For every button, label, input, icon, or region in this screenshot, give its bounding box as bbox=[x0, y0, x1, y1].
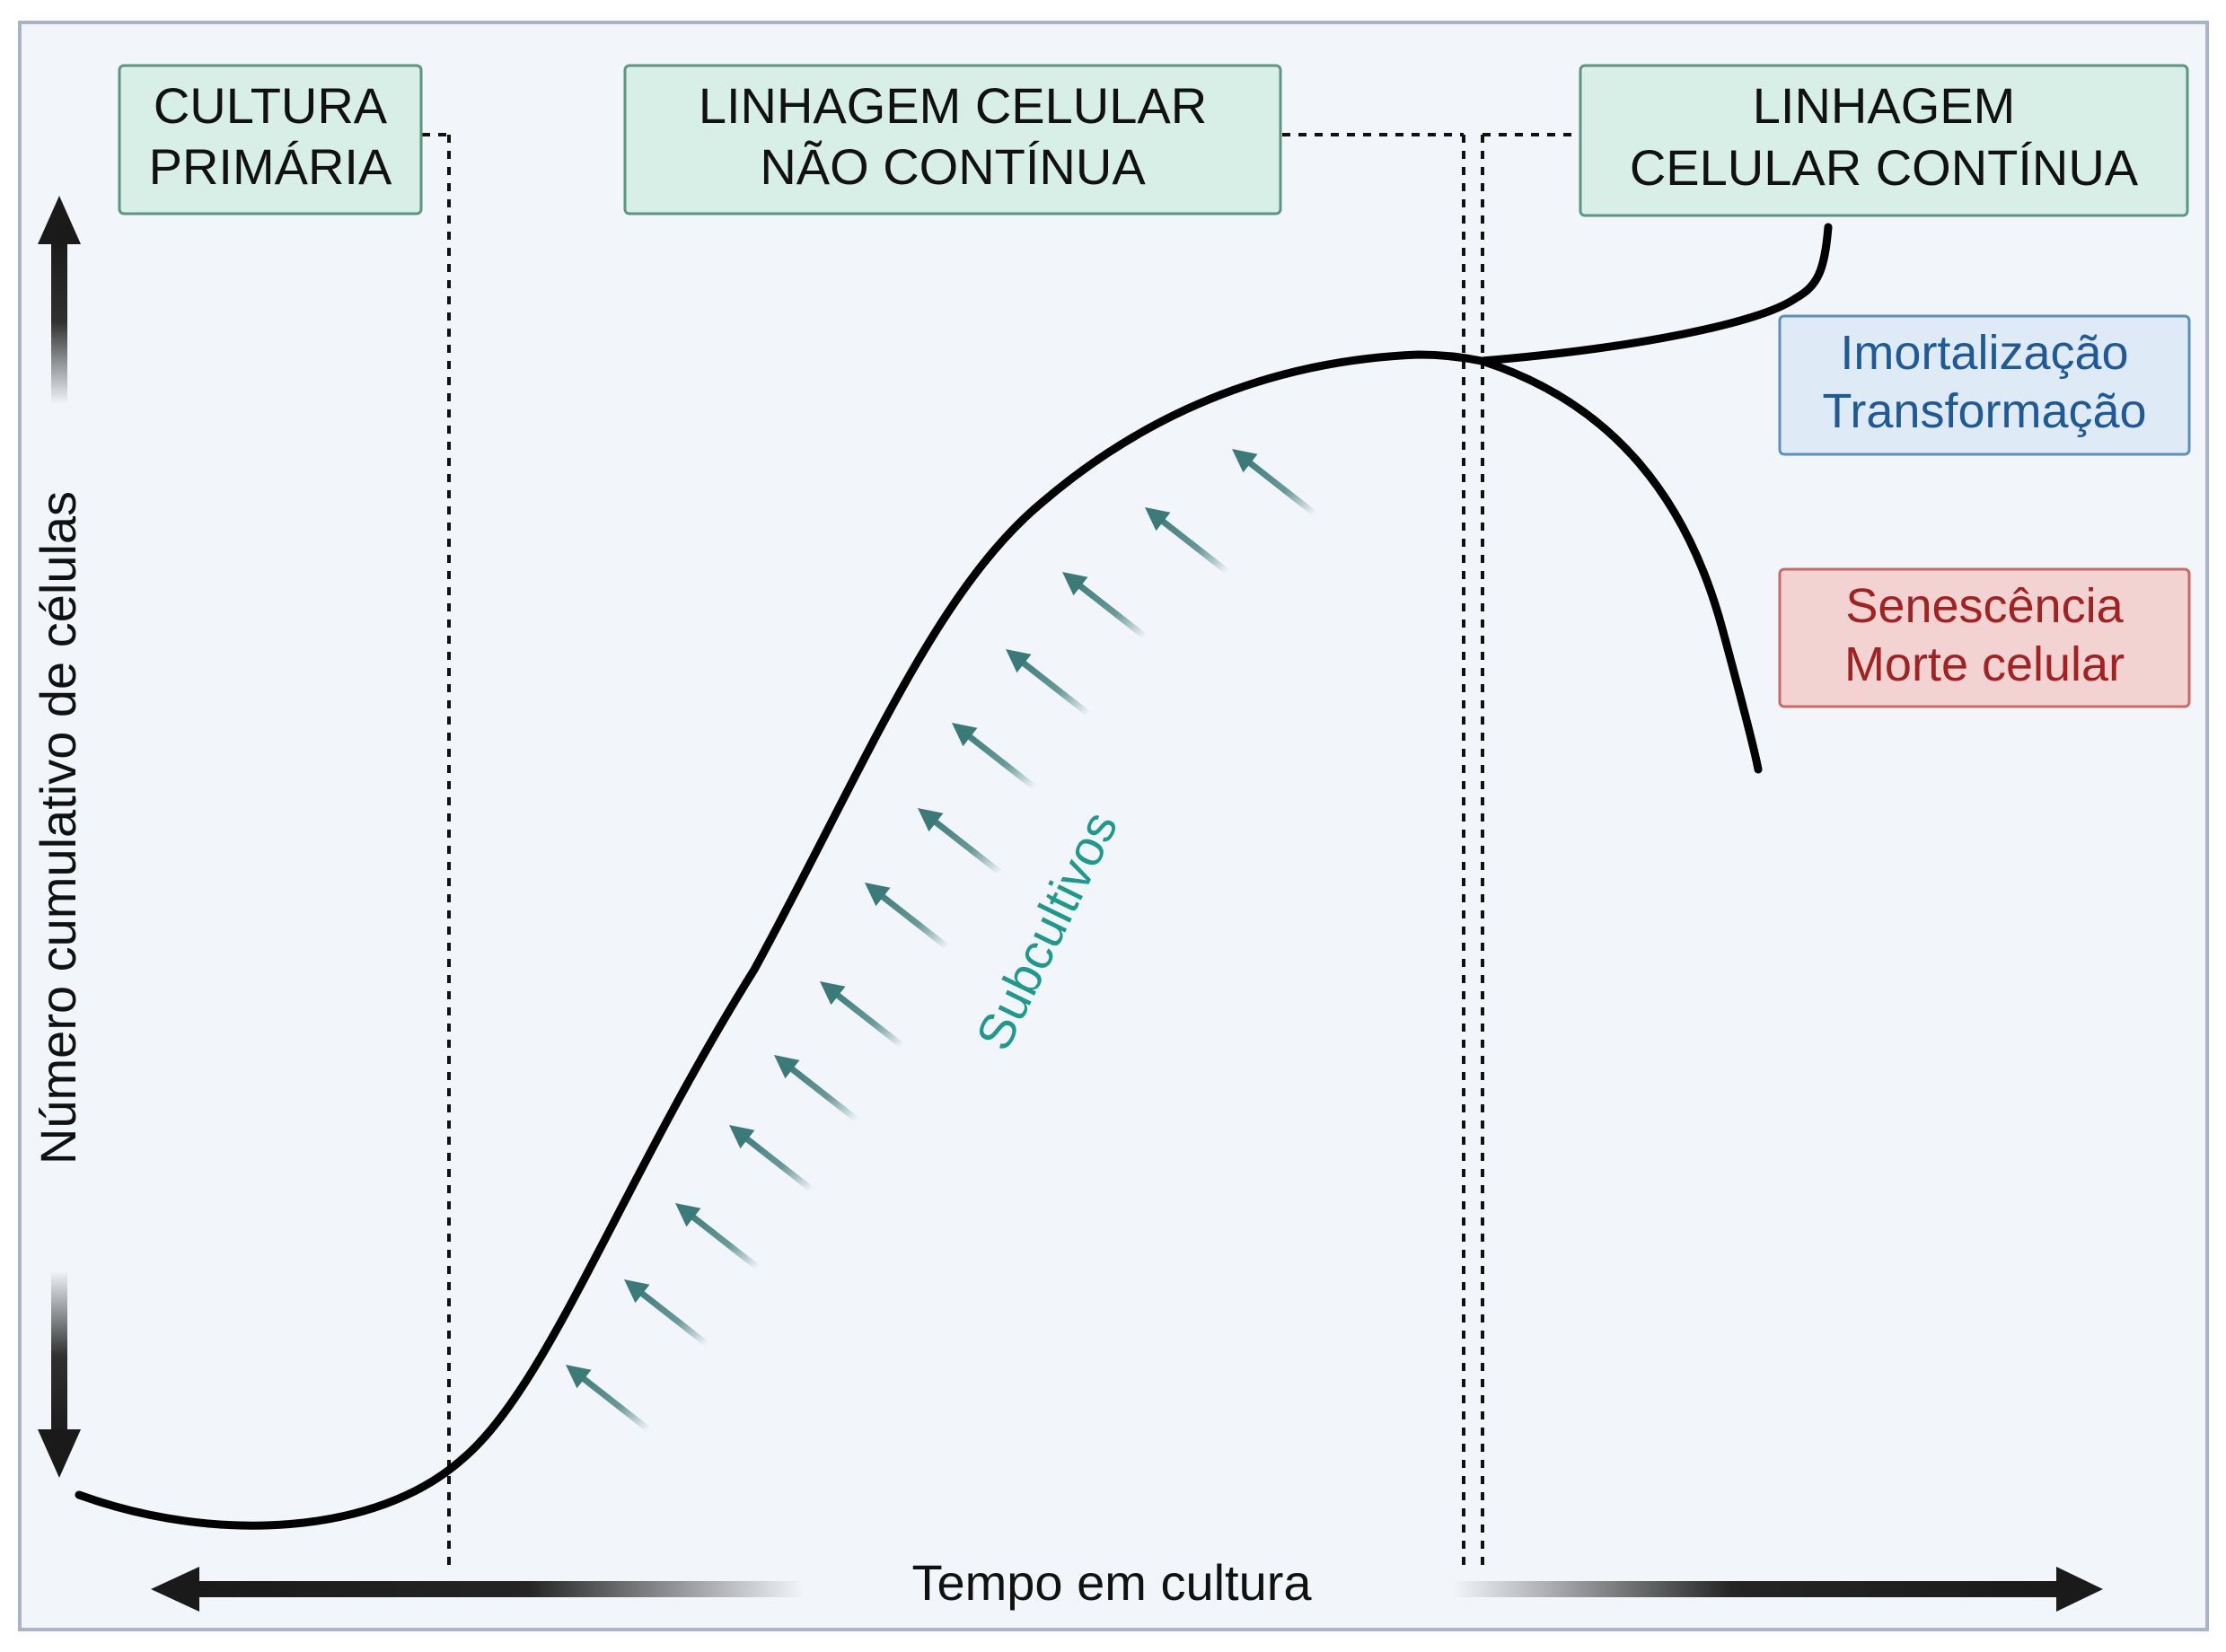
subculture-arrow-shaft bbox=[572, 1369, 652, 1433]
subculture-arrow-head bbox=[1145, 507, 1171, 532]
stage-continuous-line1: LINHAGEM bbox=[1753, 77, 2016, 134]
outcome-senescence-line1: Senescência bbox=[1845, 579, 2124, 633]
stage-finite-line1: LINHAGEM CELULAR bbox=[699, 77, 1207, 134]
subculture-arrow-shaft bbox=[682, 1208, 761, 1271]
y-arrow-shaft-top bbox=[51, 239, 67, 404]
subculture-arrow-head bbox=[1062, 572, 1088, 596]
subculture-arrow-head bbox=[1006, 649, 1032, 673]
x-arrow-head-right bbox=[2056, 1567, 2103, 1612]
x-axis-label: Tempo em cultura bbox=[911, 1554, 1312, 1611]
stage-box-finite: LINHAGEM CELULAR NÃO CONTÍNUA bbox=[623, 64, 1282, 215]
subculture-arrow-head bbox=[918, 808, 944, 832]
stage-box-primary: CULTURA PRIMÁRIA bbox=[118, 64, 423, 215]
subculture-arrow-head bbox=[675, 1203, 701, 1227]
y-arrow-shaft-bottom bbox=[51, 1270, 67, 1441]
x-arrow-shaft-right bbox=[1453, 1581, 2072, 1597]
subculture-arrow-shaft bbox=[630, 1284, 710, 1348]
subculture-arrow-shaft bbox=[1151, 512, 1231, 576]
subculture-arrow-shaft bbox=[735, 1129, 815, 1193]
subculture-arrow-head bbox=[820, 981, 846, 1006]
subculture-arrow-shaft bbox=[871, 887, 951, 951]
x-axis-arrow bbox=[151, 1567, 2103, 1612]
x-arrow-head-left bbox=[151, 1567, 199, 1612]
curve-senescence-branch bbox=[1477, 356, 1763, 774]
stage-primary-line1: CULTURA bbox=[154, 77, 388, 134]
stage-separators bbox=[422, 133, 1579, 1567]
stage-box-continuous: LINHAGEM CELULAR CONTÍNUA bbox=[1579, 64, 2189, 217]
subculture-arrow-head bbox=[952, 723, 978, 747]
subculture-arrow-head bbox=[774, 1055, 800, 1079]
stage-continuous-line2: CELULAR CONTÍNUA bbox=[1630, 139, 2139, 196]
outcome-immortal-line2: Transformação bbox=[1822, 384, 2146, 438]
stage-finite-line2: NÃO CONTÍNUA bbox=[760, 138, 1146, 195]
subculture-arrow-head bbox=[624, 1279, 650, 1304]
subculture-arrow-head bbox=[1232, 449, 1258, 473]
curve-continuous-branch bbox=[1477, 223, 1833, 365]
subculture-arrow-shaft bbox=[1069, 576, 1148, 640]
outcome-box-immortal: Imortalização Transformação bbox=[1778, 314, 2191, 456]
outcome-immortal-line1: Imortalização bbox=[1840, 326, 2128, 380]
subculture-arrow-head bbox=[566, 1365, 592, 1389]
subculture-arrow-head bbox=[865, 883, 891, 907]
subculture-arrow-shaft bbox=[958, 727, 1038, 791]
stage-primary-line2: PRIMÁRIA bbox=[149, 138, 392, 195]
y-axis-label: Número cumulativo de células bbox=[30, 491, 86, 1164]
y-arrow-head-down bbox=[38, 1429, 81, 1478]
x-arrow-shaft-left bbox=[193, 1581, 804, 1597]
outcome-senescence-line2: Morte celular bbox=[1844, 637, 2125, 691]
subculture-arrows bbox=[566, 449, 1318, 1433]
curve-main bbox=[75, 350, 1486, 1530]
subculture-arrow-shaft bbox=[780, 1059, 860, 1123]
subculture-arrow-shaft bbox=[1012, 654, 1092, 717]
diagram-background bbox=[18, 21, 2209, 1631]
subculture-arrow-shaft bbox=[924, 813, 1004, 876]
subculture-arrow-shaft bbox=[826, 986, 906, 1050]
growth-curve bbox=[75, 223, 1833, 1530]
subculture-arrow-head bbox=[729, 1125, 755, 1149]
outcome-box-senescence: Senescência Morte celular bbox=[1778, 567, 2191, 708]
y-axis-arrow bbox=[38, 196, 81, 1478]
y-arrow-head-up bbox=[38, 196, 81, 244]
subculture-arrow-shaft bbox=[1238, 453, 1318, 517]
